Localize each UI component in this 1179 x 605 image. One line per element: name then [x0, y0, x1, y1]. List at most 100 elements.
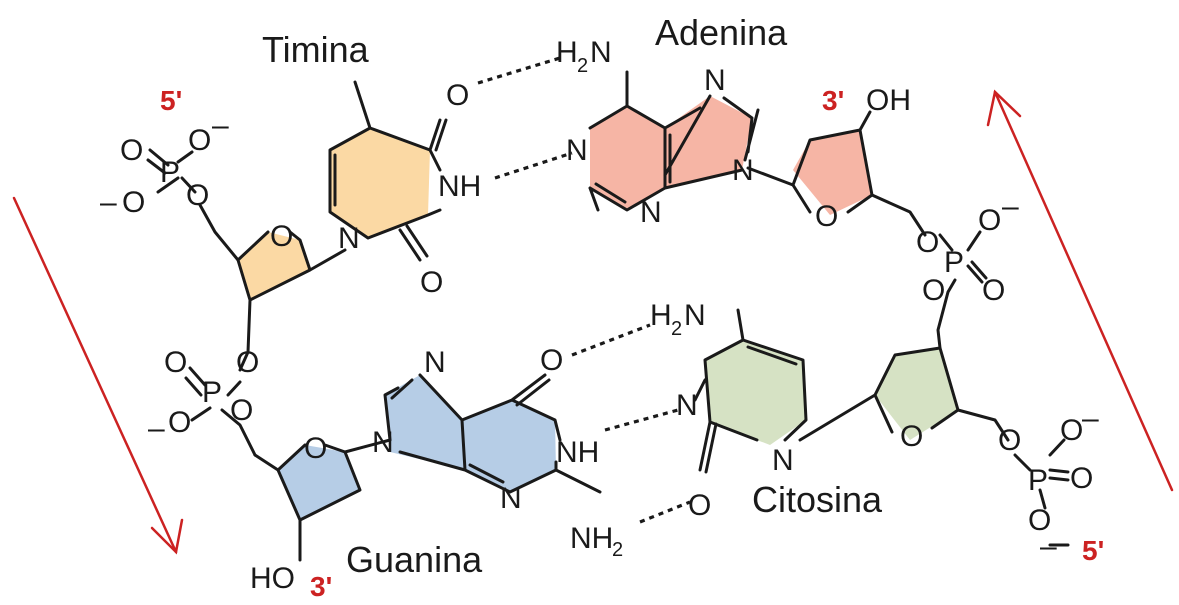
atom-n: N — [704, 64, 726, 97]
phosphate-top-left-bonds — [146, 148, 240, 262]
atom-n: N — [640, 196, 662, 229]
atom-o: O — [168, 406, 191, 439]
right-strand-arrow — [993, 90, 1174, 492]
atom-n: N — [566, 134, 588, 167]
guanine-six-ring — [462, 400, 556, 492]
atom-o: O — [916, 226, 939, 259]
atom-n: N — [676, 389, 698, 422]
phosphate-bottom-left-bonds — [184, 350, 257, 457]
atom-o: O — [120, 134, 143, 167]
atom-p: P — [160, 156, 180, 189]
adenine-sugar-bonds — [791, 110, 927, 237]
atom-o: O — [540, 344, 563, 377]
h-bond-thymine-adenine-2 — [494, 151, 573, 180]
atom-o: O — [1060, 414, 1083, 447]
atom-ho: HO — [250, 562, 295, 595]
atom-neg-charge: – — [1082, 402, 1099, 435]
cytosine-sugar-bonds — [798, 346, 1010, 442]
atom-neg-charge: – — [1002, 190, 1019, 223]
atom-o: O — [998, 424, 1021, 457]
ring-fills — [238, 96, 958, 520]
atom-neg-charge: – — [212, 109, 229, 142]
atom-h: H — [650, 299, 672, 332]
adenine-bonds — [588, 70, 795, 212]
direction-arrows — [12, 89, 1174, 555]
end-label-bottom-left: 3' — [310, 571, 332, 602]
thymine-ring — [330, 128, 430, 238]
right-arrow-head — [986, 89, 1022, 127]
atom-p: P — [944, 246, 964, 279]
atom-o: O — [1070, 462, 1093, 495]
atom-neg-charge: – — [100, 186, 117, 219]
end-label-bottom-right: 5' — [1082, 535, 1104, 566]
atom-p: P — [1028, 464, 1048, 497]
strand-ends: 5' 3' 3' 5' — [160, 85, 1104, 602]
atom-o: O — [122, 186, 145, 219]
base-names: Timina Adenina Guanina Citosina — [262, 12, 883, 580]
atom-o: O — [304, 432, 327, 465]
atom-h: H — [556, 36, 578, 69]
atom-o: O — [186, 179, 209, 212]
atom-o: O — [420, 266, 443, 299]
atom-oh: OH — [866, 84, 911, 117]
left-arrow-head — [150, 518, 184, 555]
atom-n: N — [590, 36, 612, 69]
atom-n: N — [500, 482, 522, 515]
h-bond-guanine-cytosine-3 — [639, 500, 691, 524]
guanine-five-ring — [385, 375, 465, 470]
label-guanina: Guanina — [346, 539, 483, 580]
label-timina: Timina — [262, 29, 370, 70]
adenine-five-ring — [665, 96, 752, 188]
atom-o: O — [230, 394, 253, 427]
atom-o: O — [446, 79, 469, 112]
phosphate-mid-right-bonds — [936, 230, 988, 350]
end-label-top-right: 3' — [822, 85, 844, 116]
atom-p: P — [202, 376, 222, 409]
atom-labels: O O – P – O O O N O NH O H 2 N N N N N O… — [100, 36, 1099, 595]
atom-o: O — [900, 420, 923, 453]
atom-nh: NH — [556, 436, 599, 469]
atom-neg-charge: – — [148, 412, 165, 445]
label-citosina: Citosina — [752, 479, 883, 520]
atom-o: O — [978, 204, 1001, 237]
atom-o: O — [688, 489, 711, 522]
atom-n: N — [424, 346, 446, 379]
adenine-sugar-ring — [793, 130, 872, 215]
phosphate-bottom-right-bonds — [1013, 438, 1070, 547]
h-bond-thymine-adenine-1 — [477, 56, 561, 85]
atom-nh: NH — [438, 170, 481, 203]
atom-o: O — [164, 346, 187, 379]
atom-neg-charge: – — [1040, 530, 1057, 563]
atom-nh: NH — [570, 522, 613, 555]
guanine-sugar-bonds — [253, 438, 392, 562]
atom-o: O — [188, 124, 211, 157]
thymine-ring-bonds — [328, 80, 448, 262]
cytosine-sugar-ring — [875, 348, 958, 440]
atom-n: N — [372, 426, 394, 459]
h-bond-guanine-cytosine-2 — [604, 408, 679, 432]
left-strand-arrow — [12, 196, 178, 554]
atom-subscript-2: 2 — [577, 55, 588, 77]
thymine-sugar-ring — [238, 232, 310, 300]
atom-n: N — [684, 299, 706, 332]
cytosine-ring — [705, 340, 806, 445]
hydrogen-bonds — [477, 56, 691, 524]
atom-n: N — [338, 222, 360, 255]
bonds — [146, 70, 1070, 562]
label-adenina: Adenina — [655, 12, 788, 53]
atom-o: O — [815, 200, 838, 233]
thymine-sugar-bonds — [236, 230, 347, 354]
atom-n: N — [772, 444, 794, 477]
guanine-bonds — [383, 373, 602, 494]
atom-subscript-2: 2 — [612, 539, 623, 561]
atom-o: O — [922, 274, 945, 307]
adenine-six-ring — [590, 106, 665, 210]
cytosine-ring-bonds — [693, 308, 808, 474]
atom-o: O — [1028, 504, 1051, 537]
guanine-sugar-ring — [278, 445, 360, 520]
h-bond-guanine-cytosine-1 — [571, 323, 651, 357]
atom-o: O — [982, 274, 1005, 307]
atom-o: O — [270, 220, 293, 253]
atom-o: O — [236, 346, 259, 379]
